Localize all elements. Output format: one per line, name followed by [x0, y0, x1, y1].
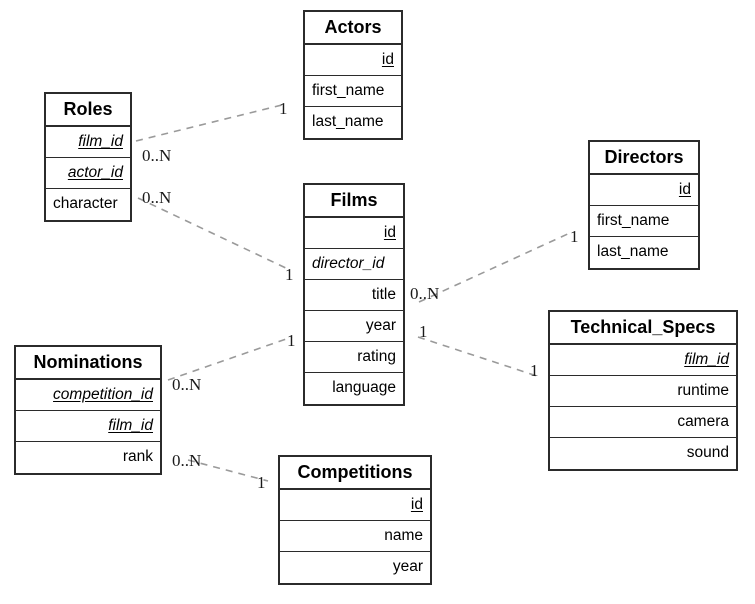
relationship-line-roles-films — [137, 197, 291, 271]
attribute-label: title — [371, 286, 396, 303]
attribute-roles-actor_id[interactable]: actor_id — [46, 158, 130, 189]
attribute-nominations-film_id[interactable]: film_id — [16, 411, 160, 442]
entity-title-actors: Actors — [305, 12, 401, 45]
attribute-label: camera — [677, 413, 729, 430]
entity-title-competitions: Competitions — [280, 457, 430, 490]
attribute-label: id — [678, 181, 691, 198]
attribute-actors-last_name[interactable]: last_name — [305, 107, 401, 138]
entity-title-roles: Roles — [46, 94, 130, 127]
relationship-line-films-directors — [418, 231, 573, 303]
entity-title-technical_specs: Technical_Specs — [550, 312, 736, 345]
attribute-label: id — [381, 51, 394, 68]
attribute-label: last_name — [312, 113, 384, 130]
relationship-line-nominations-films — [167, 336, 293, 381]
attribute-competitions-id[interactable]: id — [280, 490, 430, 521]
attribute-films-id[interactable]: id — [305, 218, 403, 249]
attribute-directors-first_name[interactable]: first_name — [590, 206, 698, 237]
cardinality-roles-films-from: 0..N — [142, 188, 172, 207]
attribute-films-language[interactable]: language — [305, 373, 403, 404]
cardinality-nominations-competitions-to: 1 — [257, 473, 266, 492]
attribute-label: first_name — [597, 212, 670, 229]
entity-title-films: Films — [305, 185, 403, 218]
attribute-competitions-year[interactable]: year — [280, 552, 430, 583]
attribute-label: last_name — [597, 243, 669, 260]
attribute-label: film_id — [684, 351, 729, 368]
attribute-label: year — [392, 558, 423, 575]
attribute-competitions-name[interactable]: name — [280, 521, 430, 552]
entity-roles[interactable]: Roles film_id actor_id character — [44, 92, 132, 222]
attribute-technical_specs-sound[interactable]: sound — [550, 438, 736, 469]
attribute-label: id — [383, 224, 396, 241]
attribute-directors-last_name[interactable]: last_name — [590, 237, 698, 268]
cardinality-roles-films-to: 1 — [285, 265, 294, 284]
attribute-label: rating — [357, 348, 396, 365]
attribute-label: competition_id — [53, 386, 153, 403]
cardinality-nominations-films-from: 0..N — [172, 375, 202, 394]
cardinality-roles-actors-from: 0..N — [142, 146, 172, 165]
entity-directors[interactable]: Directors id first_name last_name — [588, 140, 700, 270]
cardinality-films-directors-from: 0..N — [410, 284, 440, 303]
cardinality-films-technical_specs-from: 1 — [419, 322, 428, 341]
attribute-label: film_id — [78, 133, 123, 150]
cardinality-nominations-films-to: 1 — [287, 331, 296, 350]
attribute-label: sound — [686, 444, 729, 461]
entity-competitions[interactable]: Competitions id name year — [278, 455, 432, 585]
attribute-label: name — [384, 527, 423, 544]
attribute-films-year[interactable]: year — [305, 311, 403, 342]
attribute-label: rank — [122, 448, 153, 465]
attribute-label: year — [365, 317, 396, 334]
attribute-label: runtime — [677, 382, 729, 399]
attribute-label: director_id — [312, 255, 385, 272]
attribute-technical_specs-runtime[interactable]: runtime — [550, 376, 736, 407]
attribute-label: first_name — [312, 82, 385, 99]
attribute-films-director_id[interactable]: director_id — [305, 249, 403, 280]
attribute-roles-character[interactable]: character — [46, 189, 130, 220]
attribute-films-title[interactable]: title — [305, 280, 403, 311]
attribute-roles-film_id[interactable]: film_id — [46, 127, 130, 158]
attribute-label: character — [53, 195, 118, 212]
attribute-actors-first_name[interactable]: first_name — [305, 76, 401, 107]
attribute-directors-id[interactable]: id — [590, 175, 698, 206]
cardinality-films-directors-to: 1 — [570, 227, 579, 246]
attribute-label: language — [332, 379, 396, 396]
cardinality-roles-actors-to: 1 — [279, 99, 288, 118]
attribute-label: id — [410, 496, 423, 513]
attribute-label: actor_id — [67, 164, 123, 181]
cardinality-nominations-competitions-from: 0..N — [172, 451, 202, 470]
attribute-nominations-rank[interactable]: rank — [16, 442, 160, 473]
attribute-technical_specs-camera[interactable]: camera — [550, 407, 736, 438]
cardinality-films-technical_specs-to: 1 — [530, 361, 539, 380]
relationship-line-films-technical_specs — [417, 336, 541, 378]
entity-title-nominations: Nominations — [16, 347, 160, 380]
attribute-nominations-competition_id[interactable]: competition_id — [16, 380, 160, 411]
entity-actors[interactable]: Actors id first_name last_name — [303, 10, 403, 140]
relationship-line-roles-actors — [135, 103, 287, 142]
attribute-technical_specs-film_id[interactable]: film_id — [550, 345, 736, 376]
attribute-actors-id[interactable]: id — [305, 45, 401, 76]
attribute-label: film_id — [108, 417, 153, 434]
entity-title-directors: Directors — [590, 142, 698, 175]
attribute-films-rating[interactable]: rating — [305, 342, 403, 373]
